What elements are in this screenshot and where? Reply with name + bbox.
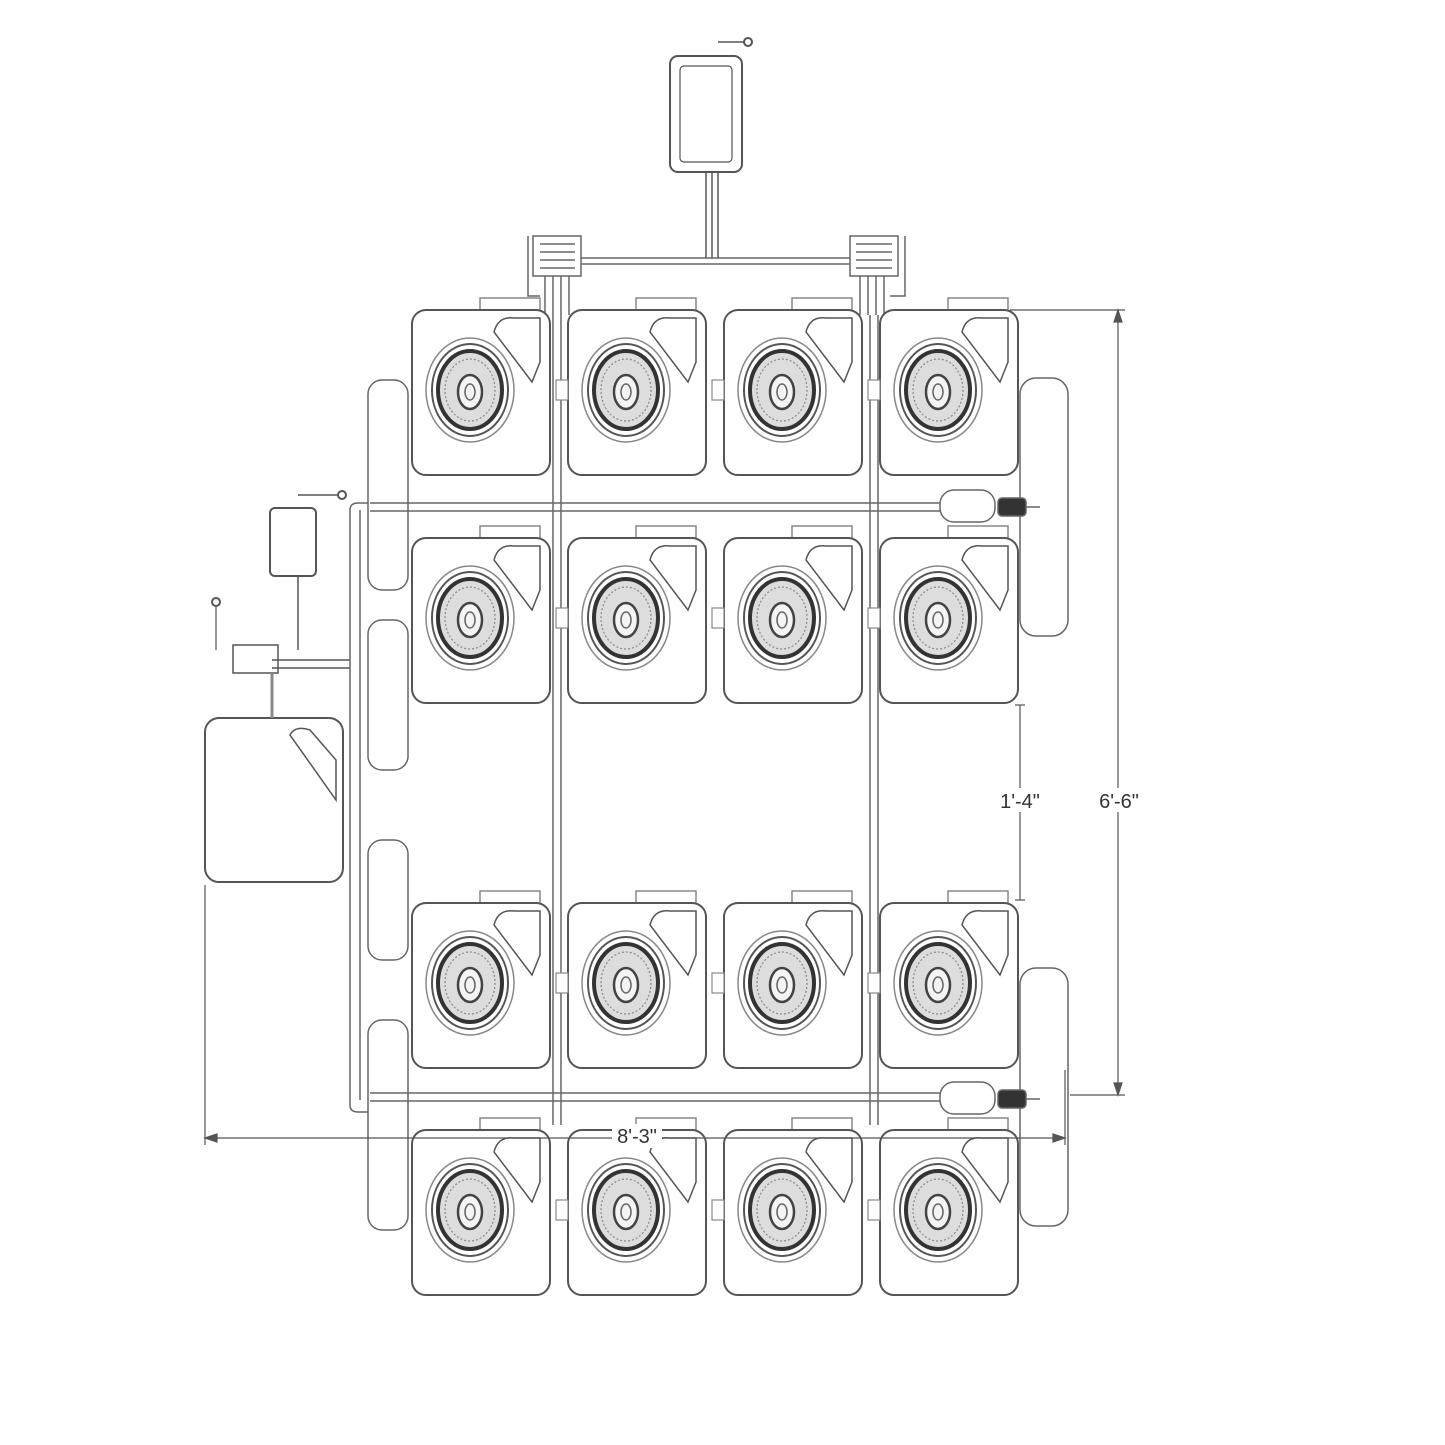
grow-pot-icon (555, 525, 707, 704)
left-trunk-pipe (349, 379, 409, 1231)
grow-pot-icon (867, 297, 1019, 476)
right-manifold-fitting (849, 235, 899, 277)
grow-pot-icon (711, 297, 863, 476)
main-controller (669, 37, 753, 258)
plug-icon (743, 37, 753, 47)
inline-valve-icon (939, 489, 996, 523)
supply-line-upper (370, 489, 1040, 523)
grow-pot-icon (555, 890, 707, 1069)
grow-pot-icon (411, 297, 551, 476)
height-dimension-label: 6'-6" (1099, 791, 1139, 813)
supply-line-lower (370, 1081, 1040, 1115)
inline-valve-icon (939, 1081, 996, 1115)
grow-pot-icon (411, 525, 551, 704)
grow-pots (411, 297, 1019, 1296)
pump-icon (232, 644, 279, 674)
grow-pot-icon (867, 525, 1019, 704)
control-box-icon (669, 55, 743, 173)
grow-pot-icon (411, 890, 551, 1069)
width-dimension-label: 8'-3" (617, 1126, 657, 1148)
grow-pot-icon (411, 1117, 551, 1296)
row-gap-dimension-label: 1'-4" (1000, 791, 1040, 813)
pump-controller-icon (269, 507, 317, 577)
grow-pot-icon (867, 1117, 1019, 1296)
grow-pot-icon (555, 297, 707, 476)
grow-pot-icon (711, 1117, 863, 1296)
reservoir-assembly (204, 490, 350, 883)
left-manifold-fitting (532, 235, 582, 277)
reservoir-tank-icon (204, 717, 344, 883)
grow-pot-icon (711, 525, 863, 704)
grow-pot-icon (867, 890, 1019, 1069)
grow-pot-icon (711, 890, 863, 1069)
right-return-pipes (1019, 377, 1069, 1227)
